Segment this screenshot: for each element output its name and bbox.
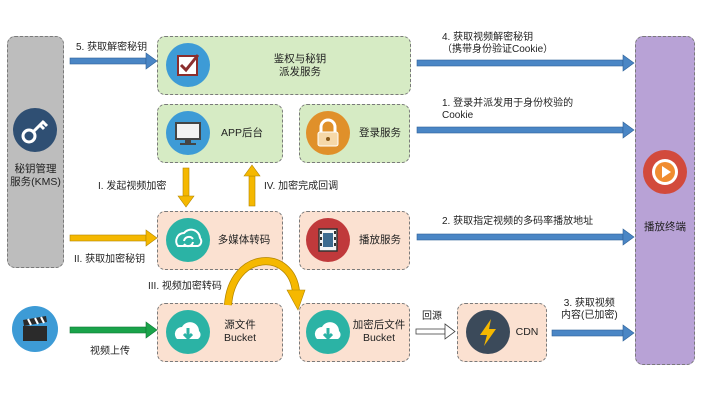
edge-label-step4: 4. 获取视频解密秘钥 （携带身份验证Cookie） (442, 32, 554, 55)
clapperboard-icon (12, 306, 58, 352)
auth-label: 鉴权与秘钥 派发服务 (273, 53, 327, 78)
kms-label: 秘钥管理 服务(KMS) (10, 163, 61, 188)
play-service-label: 播放服务 (359, 234, 401, 246)
login-label: 登录服务 (359, 127, 401, 139)
arrow-step1 (416, 121, 635, 139)
arrow-upload (69, 321, 158, 339)
arrow-step-iv (243, 164, 261, 207)
app-label: APP后台 (220, 127, 263, 139)
lock-icon (306, 111, 350, 155)
player-box (635, 36, 695, 365)
arrow-step-i (177, 167, 195, 208)
cdn-label: CDN (515, 326, 539, 338)
media-label: 多媒体转码 (217, 234, 271, 246)
arrow-step-iii (224, 257, 306, 311)
edge-label-step-i: I. 发起视频加密 (98, 181, 167, 192)
arrow-step3 (551, 324, 635, 342)
edge-label-step-iv: IV. 加密完成回调 (264, 181, 339, 192)
film-icon (306, 218, 350, 262)
edge-label-step5: 5. 获取解密秘钥 (76, 42, 148, 53)
edge-label-step-iii: III. 视频加密转码 (148, 281, 222, 292)
arrow-step5 (69, 52, 158, 70)
key-icon (13, 108, 57, 152)
edge-label-step2: 2. 获取指定视频的多码率播放地址 (442, 216, 594, 227)
monitor-icon (166, 111, 210, 155)
cloud-download-icon (166, 310, 210, 354)
lightning-icon (466, 310, 510, 354)
player-label: 播放终端 (644, 221, 686, 233)
play-icon (643, 150, 687, 194)
edge-label-step3: 3. 获取视频 内容(已加密) (561, 298, 618, 321)
edge-label-step-ii: II. 获取加密秘钥 (74, 254, 146, 265)
edge-label-step1: 1. 登录并派发用于身份校验的 Cookie (442, 98, 574, 121)
source-bucket-label: 源文件 Bucket (223, 319, 257, 344)
refresh-cloud-icon (166, 218, 210, 262)
arrow-step2 (416, 228, 635, 246)
arrow-step-ii (69, 229, 158, 247)
edge-label-back-to-origin: 回源 (422, 311, 442, 322)
arrow-step4 (416, 54, 635, 72)
checkbox-icon (166, 43, 210, 87)
encrypted-bucket-label: 加密后文件 Bucket (352, 319, 406, 344)
edge-label-upload: 视频上传 (90, 346, 130, 357)
cloud-download-icon (306, 310, 350, 354)
kms-box (7, 36, 64, 268)
arrow-back-to-origin (415, 323, 456, 340)
